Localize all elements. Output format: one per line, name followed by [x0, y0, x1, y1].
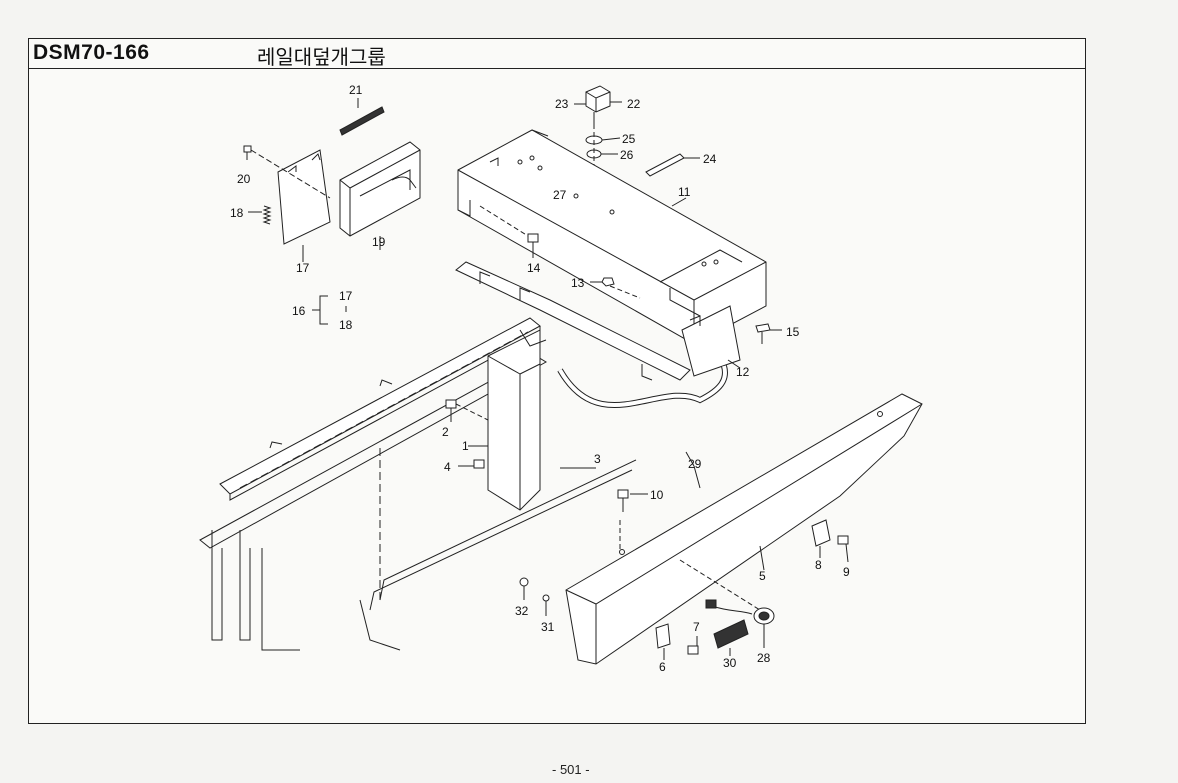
callout-26: 26 — [620, 148, 634, 162]
part-28-connector — [705, 599, 775, 648]
part-1-vertical-support — [468, 329, 547, 511]
callout-6: 6 — [659, 660, 666, 674]
part-17-cover-plate — [277, 149, 331, 262]
callout-30: 30 — [723, 656, 737, 670]
callout-2: 2 — [442, 425, 449, 439]
callout-14: 14 — [527, 261, 541, 275]
callout-18b: 18 — [339, 318, 353, 332]
callout-15: 15 — [786, 325, 800, 339]
callout-4: 4 — [444, 460, 451, 474]
page-number: - 501 - — [552, 762, 590, 777]
part-9-screw — [837, 535, 849, 563]
callout-5: 5 — [759, 569, 766, 583]
callout-21: 21 — [349, 83, 363, 97]
callout-1: 1 — [462, 439, 469, 453]
part-32-nut — [519, 577, 529, 600]
part-30-label — [713, 619, 749, 656]
part-31-washer — [542, 594, 550, 616]
callout-17b: 17 — [339, 289, 353, 303]
callout-16: 16 — [292, 304, 306, 318]
callout-3: 3 — [594, 452, 601, 466]
part-15-screw — [755, 323, 782, 344]
part-20-screw — [243, 145, 331, 199]
part-10-screw — [617, 489, 648, 512]
header-bar: DSM70-166 레일대덮개그룹 — [29, 39, 1085, 69]
part-19-bracket — [339, 141, 421, 250]
part-24-pin — [645, 153, 700, 177]
model-code: DSM70-166 — [33, 41, 150, 64]
part-12-side-panel — [681, 305, 741, 377]
callout-12: 12 — [736, 365, 750, 379]
callout-17: 17 — [296, 261, 310, 275]
callout-24: 24 — [703, 152, 717, 166]
callout-28: 28 — [757, 651, 771, 665]
callout-19: 19 — [372, 235, 386, 249]
part-6-clip — [655, 623, 671, 660]
part-7-screw — [687, 636, 699, 655]
part-22-knob — [574, 85, 622, 124]
part-14-bolt — [479, 205, 539, 258]
part-29-cable-harness — [557, 365, 728, 489]
callout-31: 31 — [541, 620, 555, 634]
callout-11: 11 — [678, 185, 691, 199]
part-5-side-cover — [565, 393, 923, 665]
callout-8: 8 — [815, 558, 822, 572]
part-11-main-cover — [457, 129, 767, 345]
part-4-bolt — [458, 459, 485, 469]
callout-29: 29 — [688, 457, 702, 471]
callout-13: 13 — [571, 276, 585, 290]
part-13-nut — [590, 277, 641, 299]
callout-7: 7 — [693, 620, 700, 634]
rail-frame-assembly — [199, 317, 637, 651]
callout-9: 9 — [843, 565, 850, 579]
callout-32: 32 — [515, 604, 529, 618]
part-3-upper-rail — [455, 261, 691, 469]
part-21-strip — [339, 98, 385, 136]
callout-22: 22 — [627, 97, 641, 111]
part-18-spring — [248, 205, 272, 225]
part-8-bracket — [811, 519, 831, 558]
callout-23: 23 — [555, 97, 569, 111]
callout-10: 10 — [650, 488, 664, 502]
callout-labels: 21 20 18 19 17 17 16 18 23 22 25 26 24 2… — [230, 83, 850, 674]
callout-27: 27 — [553, 188, 567, 202]
part-16-group-bracket — [312, 295, 347, 325]
group-title: 레일대덮개그룹 — [257, 45, 386, 69]
callout-25: 25 — [622, 132, 636, 146]
part-2-bolt — [445, 399, 489, 422]
callout-18: 18 — [230, 206, 244, 220]
callout-20: 20 — [237, 172, 251, 186]
